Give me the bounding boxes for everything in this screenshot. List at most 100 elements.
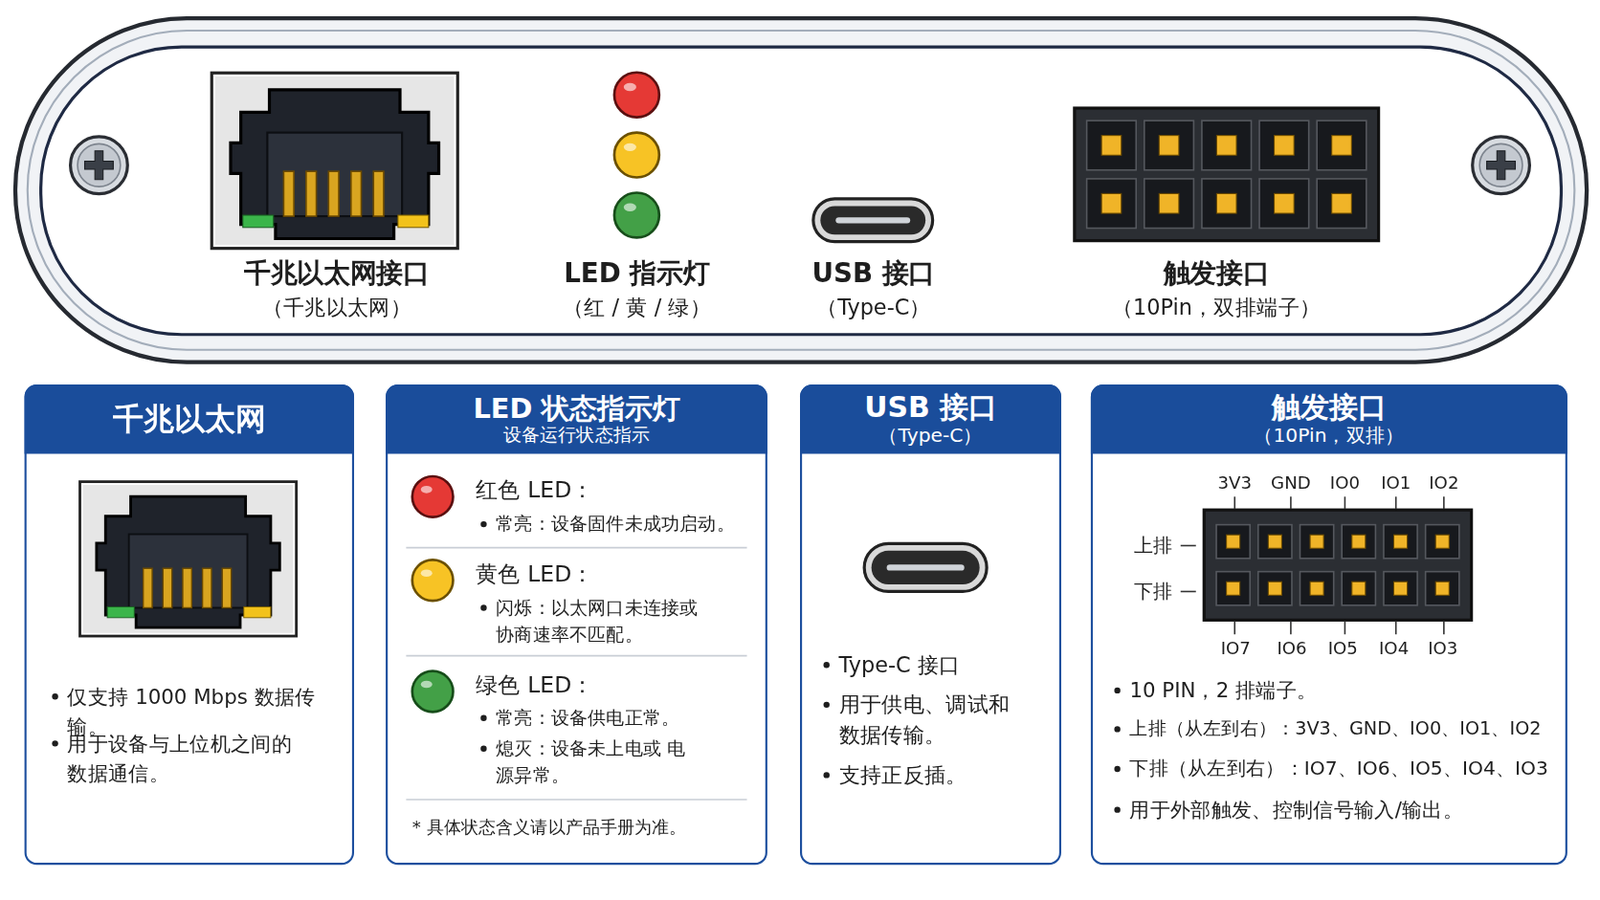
pin-header bbox=[1203, 510, 1471, 621]
drawing-part bbox=[412, 476, 454, 518]
pin bbox=[1435, 534, 1449, 549]
port-label: 触发接口 bbox=[1163, 259, 1270, 289]
drawing-part bbox=[820, 205, 926, 235]
drawing-part bbox=[1383, 525, 1418, 559]
bullet-text: 支持正反插。 bbox=[839, 759, 1049, 791]
pin-tick bbox=[1344, 496, 1347, 510]
bullet-dot bbox=[823, 702, 830, 709]
drawing-part bbox=[1383, 572, 1418, 606]
pin-tick bbox=[1395, 621, 1398, 635]
drawing-part bbox=[1216, 525, 1250, 559]
drawing-part bbox=[864, 543, 987, 592]
pin-name: IO6 bbox=[1276, 639, 1307, 659]
led-lamp bbox=[614, 72, 660, 118]
bullet-text: 下排（从左到右）：IO7、IO6、IO5、IO4、IO3 bbox=[1129, 755, 1558, 783]
jack-pin bbox=[328, 171, 339, 217]
card-subtitle: 设备运行状态指示 bbox=[503, 424, 651, 446]
jack-pin bbox=[373, 171, 384, 217]
drawing-part bbox=[70, 136, 129, 195]
drawing-part bbox=[614, 133, 660, 178]
pin-header bbox=[1074, 108, 1379, 242]
led-heading: 红色 LED： bbox=[475, 474, 752, 508]
row-dash bbox=[1180, 545, 1197, 548]
pin-tick bbox=[1233, 496, 1236, 510]
bullet-text: Type-C 接口 bbox=[839, 649, 1049, 681]
jack-frame bbox=[210, 71, 460, 251]
pin bbox=[1332, 193, 1353, 214]
led-heading: 绿色 LED： bbox=[475, 669, 752, 703]
bullet-dot bbox=[1113, 688, 1120, 694]
pin-name: IO0 bbox=[1330, 473, 1360, 493]
pin-tick bbox=[1289, 496, 1292, 510]
drawing-part bbox=[887, 564, 965, 571]
card-title: 千兆以太网 bbox=[112, 401, 267, 438]
jack-frame bbox=[78, 480, 298, 638]
pin bbox=[1216, 193, 1237, 214]
led-lamp bbox=[412, 476, 454, 518]
card-title: 触发接口 bbox=[1271, 391, 1386, 424]
drawing-part bbox=[412, 671, 454, 713]
card-header: LED 状态指示灯设备运行状态指示 bbox=[385, 384, 768, 455]
drawing-part bbox=[623, 83, 637, 91]
drawing-part bbox=[1258, 525, 1292, 559]
card-header: 千兆以太网 bbox=[24, 384, 355, 455]
jack-pin bbox=[351, 171, 362, 217]
drawing-part bbox=[1074, 108, 1379, 242]
drawing-part bbox=[421, 569, 433, 578]
drawing-part bbox=[1259, 178, 1310, 229]
pin-tick bbox=[1289, 621, 1292, 635]
pin-name: IO7 bbox=[1221, 639, 1251, 659]
drawing-part bbox=[1144, 120, 1195, 171]
row-label: 下排 bbox=[1133, 580, 1174, 602]
jack-pin bbox=[306, 171, 317, 217]
drawing-part bbox=[1216, 572, 1250, 606]
jack-led bbox=[243, 215, 274, 228]
jack-pin bbox=[182, 568, 192, 608]
jack-pin bbox=[283, 171, 294, 217]
drawing-part bbox=[1201, 120, 1252, 171]
drawing-part bbox=[266, 133, 402, 217]
jack-led bbox=[244, 607, 271, 619]
jack-pin bbox=[202, 568, 212, 608]
jack-body bbox=[96, 496, 280, 628]
drawing-part bbox=[1201, 178, 1252, 229]
drawing-part bbox=[1144, 178, 1195, 229]
rj45-jack bbox=[210, 71, 460, 251]
pin-name: IO5 bbox=[1328, 639, 1358, 659]
drawing-part bbox=[1203, 510, 1471, 621]
bullet-dot bbox=[1113, 807, 1120, 814]
pin bbox=[1310, 534, 1324, 549]
pin bbox=[1310, 581, 1324, 596]
info-card: 千兆以太网仅支持 1000 Mbps 数据传输。用于设备与上位机之间的 数据通信… bbox=[24, 384, 355, 866]
pin bbox=[1101, 193, 1122, 214]
drawing-part bbox=[1472, 136, 1531, 195]
led-lamp bbox=[614, 193, 660, 239]
port-label: 千兆以太网接口 bbox=[244, 259, 430, 289]
pin bbox=[1274, 193, 1295, 214]
drawing-part bbox=[1341, 525, 1376, 559]
pin-tick bbox=[1443, 496, 1445, 510]
drawing-part bbox=[623, 143, 637, 152]
pin bbox=[1226, 534, 1241, 549]
drawing-part bbox=[421, 681, 433, 689]
drawing-part bbox=[1259, 120, 1310, 171]
pin bbox=[1267, 534, 1282, 549]
jack-pin bbox=[143, 568, 153, 608]
drawing-part bbox=[871, 551, 980, 585]
card-title: LED 状态指示灯 bbox=[473, 393, 681, 425]
led-lamp bbox=[412, 559, 454, 601]
drawing-part bbox=[1300, 572, 1334, 606]
drawing-part bbox=[1425, 572, 1460, 606]
bullet-dot bbox=[480, 521, 487, 528]
housing bbox=[15, 18, 1587, 362]
pin bbox=[1332, 135, 1353, 156]
screw bbox=[70, 136, 129, 195]
jack-face bbox=[214, 75, 456, 246]
bullet-dot bbox=[480, 714, 487, 721]
separator bbox=[405, 547, 747, 550]
pin bbox=[1158, 193, 1179, 214]
jack-pin bbox=[222, 568, 231, 608]
pin-name: IO4 bbox=[1378, 639, 1409, 659]
port-label: USB 接口 bbox=[811, 259, 935, 289]
card-header: 触发接口（10Pin，双排） bbox=[1090, 384, 1568, 455]
